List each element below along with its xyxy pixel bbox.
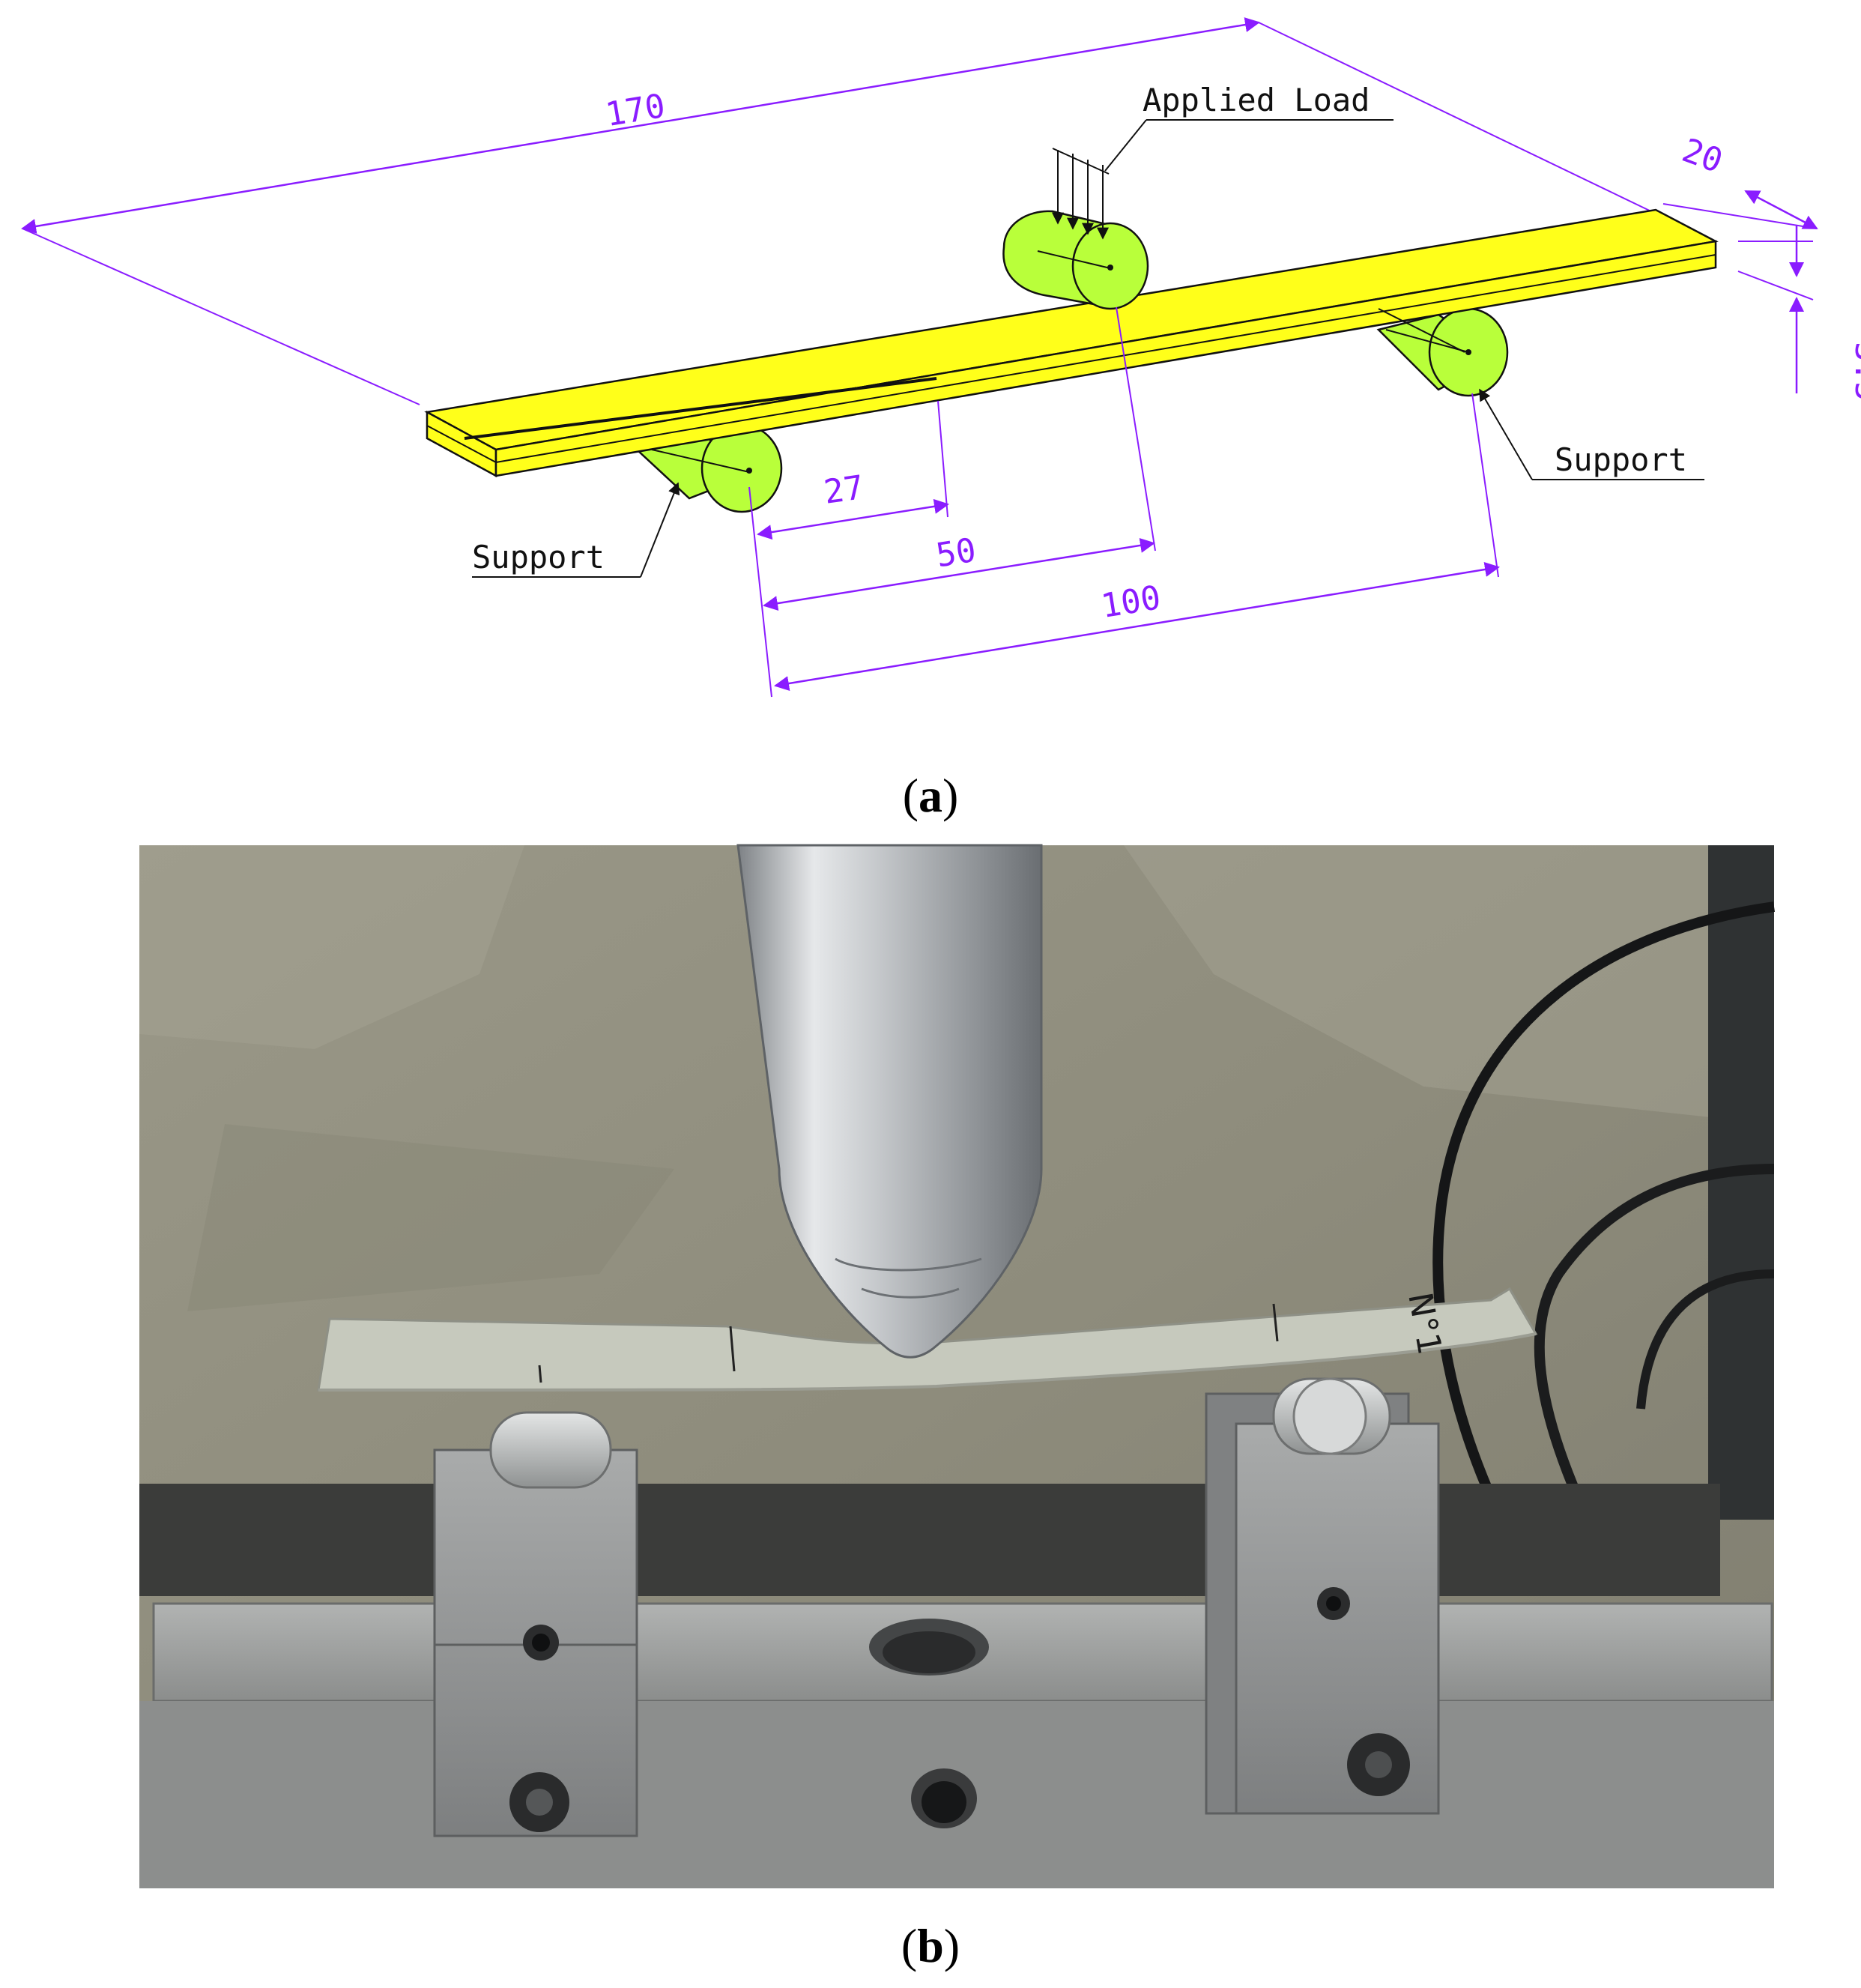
right-support-rod	[1272, 1377, 1391, 1455]
applied-load-label: Applied Load	[1143, 82, 1370, 118]
dimension-width-label: 20	[1677, 131, 1728, 181]
applied-load-arrows	[1052, 119, 1394, 240]
machine-bed	[139, 1484, 1720, 1596]
right-support-roller	[1376, 307, 1509, 397]
specimen-photo: N°1	[317, 1287, 1538, 1392]
dimension-crack: 27	[757, 400, 949, 540]
left-support-label: Support	[472, 539, 605, 575]
caption-a-letter: a	[919, 769, 942, 822]
dimension-span: 100	[774, 393, 1500, 691]
dimension-width: 20	[1662, 131, 1818, 230]
right-support-block	[1205, 1392, 1440, 1815]
left-support-leader	[472, 482, 680, 578]
caption-a: (a)	[902, 769, 959, 822]
panel-a-schematic: 170 20 3.5	[21, 17, 1861, 698]
dimension-half-span-label: 50	[933, 531, 978, 575]
right-support-label: Support	[1555, 441, 1687, 478]
dimension-length: 170	[21, 17, 1656, 405]
fixture-base	[139, 1602, 1774, 1888]
caption-b: (b)	[901, 1919, 960, 1972]
left-support-rod	[489, 1411, 612, 1489]
left-support-block	[433, 1448, 638, 1837]
right-support-leader	[1479, 388, 1704, 480]
dimension-thickness: 3.5	[1737, 225, 1861, 401]
dimension-thickness-label: 3.5	[1848, 342, 1861, 401]
cable	[1432, 901, 1775, 1562]
dimension-crack-label: 27	[822, 468, 867, 512]
loading-plunger	[736, 844, 1043, 1359]
machine-frame	[1708, 845, 1774, 1520]
dimension-span-label: 100	[1098, 578, 1163, 626]
panel-b-photo: N°1	[139, 844, 1775, 1888]
loading-roller	[1002, 210, 1149, 310]
dimension-length-label: 170	[603, 87, 668, 134]
specimen-beam	[424, 208, 1719, 478]
left-support-roller	[635, 423, 783, 513]
caption-b-letter: b	[917, 1919, 944, 1972]
